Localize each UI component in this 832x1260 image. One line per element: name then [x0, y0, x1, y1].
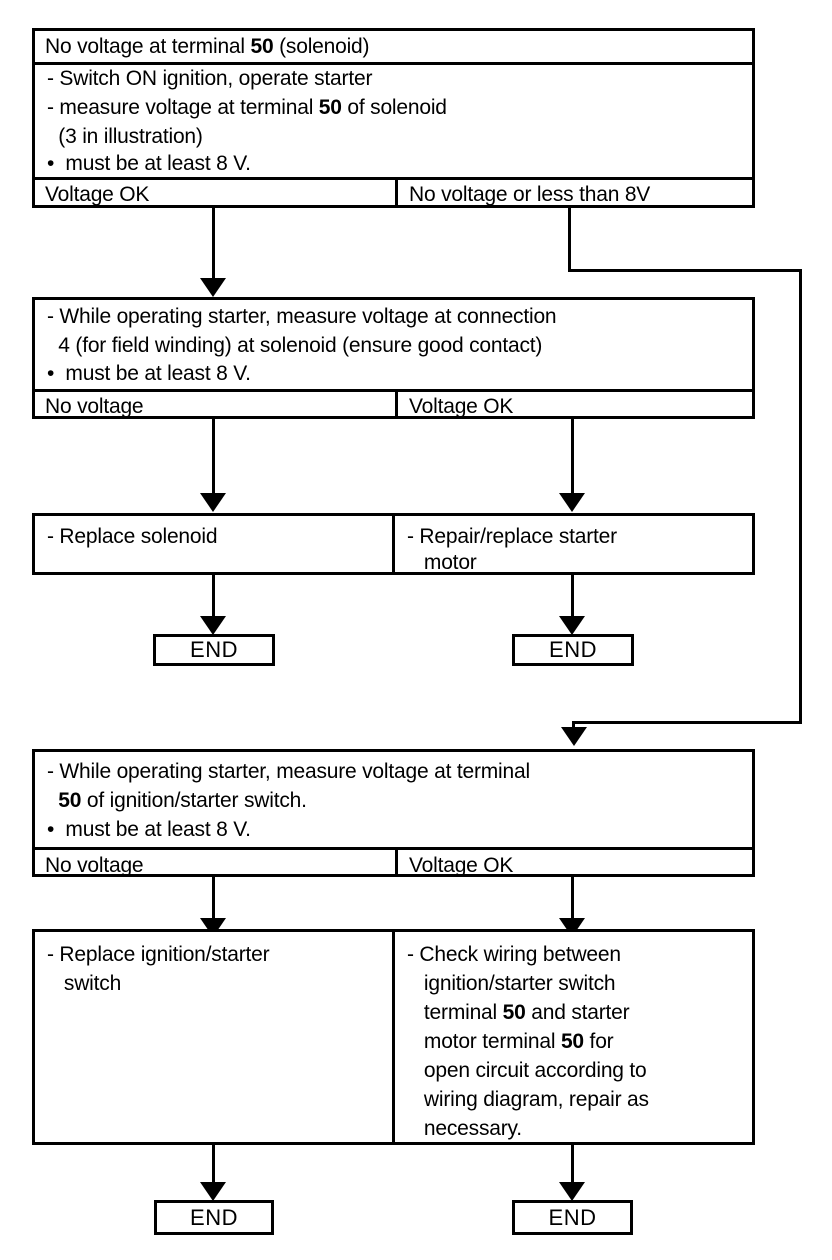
- block-1-step-1: - Switch ON ignition, operate starter: [47, 67, 373, 90]
- block-3-right-action-line-2: motor: [407, 551, 477, 574]
- connector-b2-right-vertical: [571, 419, 574, 495]
- block-2-step-3: • must be at least 8 V.: [47, 362, 251, 385]
- block-2-step-1: - While operating starter, measure volta…: [47, 305, 557, 328]
- connector-b1-fail-vertical-a: [568, 208, 571, 272]
- block-3-right-action-line-1: - Repair/replace starter: [407, 525, 617, 548]
- block-1-results-row: Voltage OK No voltage or less than 8V: [35, 177, 752, 206]
- connector-b5-right-arrowhead: [559, 1182, 585, 1201]
- block-4-result-right: Voltage OK: [409, 854, 514, 877]
- block-4-result-left: No voltage: [45, 854, 144, 877]
- block-2-body-cell: - While operating starter, measure volta…: [35, 300, 752, 389]
- block-4-results-row: No voltage Voltage OK: [35, 847, 752, 877]
- block-1-step-3: (3 in illustration): [47, 125, 203, 148]
- connector-b1-fail-horizontal-b: [572, 721, 802, 724]
- block-5-left-action-line-1: - Replace ignition/starter: [47, 943, 270, 966]
- connector-b5-left-arrowhead: [200, 1182, 226, 1201]
- connector-b4-right-vertical: [571, 877, 574, 927]
- connector-b1-fail-arrowhead: [561, 727, 587, 746]
- block-4-results-divider: [395, 850, 398, 874]
- block-2-results-divider: [395, 392, 398, 416]
- block-5-right-action-line-2: ignition/starter switch: [407, 972, 616, 995]
- block-5-right-action-line-3: terminal 50 and starter: [407, 1001, 630, 1024]
- block-5-right-action-line-1: - Check wiring between: [407, 943, 621, 966]
- block-5-right-action-line-7: necessary.: [407, 1117, 522, 1140]
- block-1-results-divider: [395, 180, 398, 205]
- block-3-left-action: - Replace solenoid: [47, 525, 218, 548]
- connector-b3-left-arrowhead: [200, 616, 226, 635]
- end-terminator-1: END: [153, 634, 275, 666]
- end-terminator-3: END: [154, 1200, 274, 1235]
- block-3-container: - Replace solenoid - Repair/replace star…: [32, 513, 755, 575]
- block-5-divider: [392, 932, 395, 1142]
- connector-b2-left-vertical: [212, 419, 215, 495]
- connector-b3-right-vertical: [571, 575, 574, 625]
- block-5-left-action-line-2: switch: [47, 972, 122, 995]
- block-3-divider: [392, 516, 395, 572]
- block-4-container: - While operating starter, measure volta…: [32, 749, 755, 877]
- block-5-right-action-line-5: open circuit according to: [407, 1059, 647, 1082]
- end-terminator-2: END: [512, 634, 634, 666]
- connector-b1-fail-vertical-c: [572, 721, 575, 729]
- connector-b1-fail-horizontal-a: [568, 269, 802, 272]
- block-4-body-cell: - While operating starter, measure volta…: [35, 752, 752, 847]
- connector-b3-left-vertical: [212, 575, 215, 625]
- connector-b1-ok-vertical: [212, 208, 215, 280]
- connector-b5-left-vertical: [212, 1145, 215, 1190]
- block-2-results-row: No voltage Voltage OK: [35, 389, 752, 418]
- end-terminator-4: END: [512, 1200, 633, 1235]
- block-4-step-1: - While operating starter, measure volta…: [47, 760, 530, 783]
- connector-b2-right-arrowhead: [559, 493, 585, 512]
- block-1-container: No voltage at terminal 50 (solenoid) - S…: [32, 28, 755, 208]
- block-1-header-cell: No voltage at terminal 50 (solenoid): [35, 31, 752, 65]
- block-2-container: - While operating starter, measure volta…: [32, 297, 755, 419]
- block-5-container: - Replace ignition/starter switch - Chec…: [32, 929, 755, 1145]
- block-1-body-cell: - Switch ON ignition, operate starter - …: [35, 62, 752, 177]
- block-1-step-2: - measure voltage at terminal 50 of sole…: [47, 96, 447, 119]
- block-4-step-2: 50 of ignition/starter switch.: [58, 789, 307, 812]
- connector-b1-fail-vertical-b: [799, 269, 802, 724]
- block-2-result-left: No voltage: [45, 395, 144, 418]
- connector-b4-left-vertical: [212, 877, 215, 927]
- connector-b5-right-vertical: [571, 1145, 574, 1190]
- block-1-result-left: Voltage OK: [45, 183, 150, 206]
- block-4-step-3: • must be at least 8 V.: [47, 818, 251, 841]
- block-2-result-right: Voltage OK: [409, 395, 514, 418]
- connector-b1-ok-arrowhead: [200, 278, 226, 297]
- block-5-right-action-line-4: motor terminal 50 for: [407, 1030, 614, 1053]
- connector-b2-left-arrowhead: [200, 493, 226, 512]
- block-2-step-2: 4 (for field winding) at solenoid (ensur…: [47, 334, 543, 357]
- block-1-header-text: No voltage at terminal 50 (solenoid): [45, 35, 370, 58]
- connector-b3-right-arrowhead: [559, 616, 585, 635]
- block-1-step-4: • must be at least 8 V.: [47, 152, 251, 175]
- block-1-result-right: No voltage or less than 8V: [409, 183, 651, 206]
- block-5-right-action-line-6: wiring diagram, repair as: [407, 1088, 649, 1111]
